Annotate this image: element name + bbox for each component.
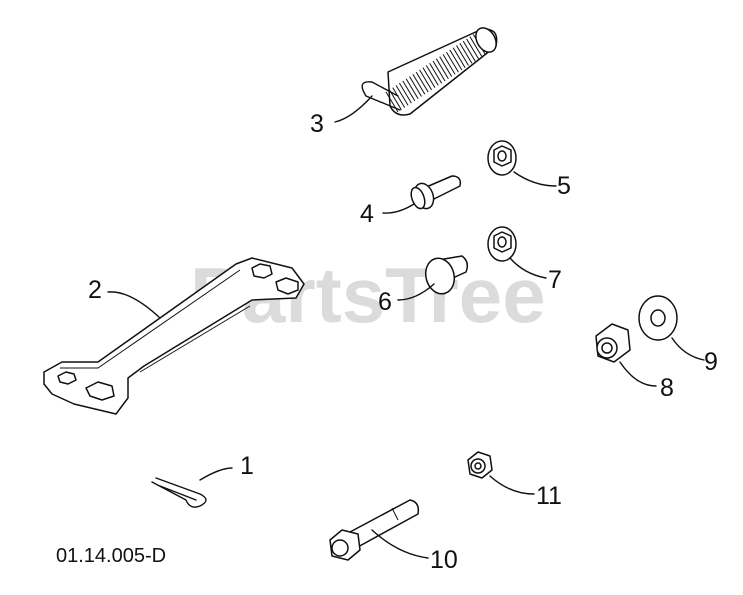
callout-labels: 1 2 3 4 5 6 7 8 9 10 11 — [88, 110, 718, 574]
callout-3: 3 — [310, 110, 324, 138]
callout-1: 1 — [240, 452, 254, 480]
part-7-flange-nut[interactable] — [487, 226, 517, 262]
callout-11: 11 — [536, 482, 562, 510]
part-10-flange-bolt[interactable] — [329, 499, 420, 561]
callout-9: 9 — [704, 348, 718, 376]
part-8-lock-nut[interactable] — [595, 323, 631, 363]
part-5-flange-nut[interactable] — [487, 140, 517, 176]
callout-6: 6 — [378, 288, 392, 316]
callout-7: 7 — [548, 266, 562, 294]
part-3-spring[interactable] — [361, 24, 500, 116]
document-code: 01.14.005-D — [56, 545, 166, 567]
callout-4: 4 — [360, 200, 374, 228]
part-11-lock-nut[interactable] — [467, 451, 493, 479]
part-1-hairpin-clip[interactable] — [151, 477, 207, 508]
callout-10: 10 — [430, 546, 458, 574]
part-2-plate[interactable] — [43, 257, 305, 415]
callout-8: 8 — [660, 374, 674, 402]
part-9-washer[interactable] — [638, 295, 678, 341]
callout-2: 2 — [88, 276, 102, 304]
leader-lines — [107, 95, 705, 559]
callout-5: 5 — [557, 172, 571, 200]
part-4-clevis-pin[interactable] — [409, 175, 462, 211]
